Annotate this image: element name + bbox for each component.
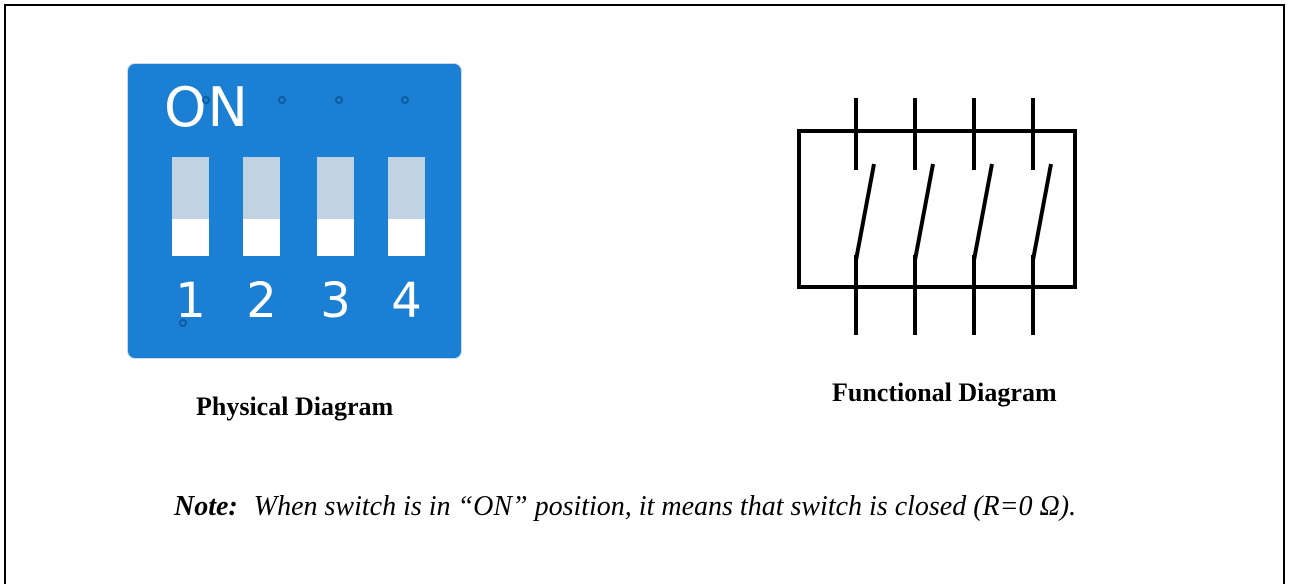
figure-frame (4, 4, 1285, 584)
mount-hole (278, 96, 286, 104)
mount-hole (179, 319, 187, 327)
mount-hole (401, 96, 409, 104)
switch-symbol-1 (854, 98, 876, 335)
note-label: Note: (174, 491, 238, 522)
switch-number-4: 4 (391, 273, 422, 329)
switch-slot-1[interactable] (172, 157, 209, 261)
dip-switch-body: ON 1 2 3 4 (131, 67, 458, 355)
on-label: ON (164, 76, 249, 139)
switch-number-1: 1 (175, 273, 206, 329)
slot-track (243, 157, 280, 219)
slot-track (388, 157, 425, 219)
switch-knob[interactable] (388, 219, 425, 256)
mount-hole (335, 96, 343, 104)
switch-knob[interactable] (317, 219, 354, 256)
dip-switch-physical: ON 1 2 3 4 (127, 63, 462, 359)
switch-slot-3[interactable] (317, 157, 354, 261)
functional-diagram-caption: Functional Diagram (832, 378, 1057, 407)
switch-symbol-4 (1031, 98, 1053, 335)
functional-box (797, 129, 1077, 289)
switch-symbol-2 (913, 98, 935, 335)
switch-knob[interactable] (243, 219, 280, 256)
functional-diagram (797, 98, 1077, 335)
slot-track (172, 157, 209, 219)
note: Note: When switch is in “ON” position, it… (174, 491, 1076, 523)
switch-number-3: 3 (320, 273, 351, 329)
switch-symbol-3 (972, 98, 994, 335)
mount-hole (202, 96, 210, 104)
physical-diagram-caption: Physical Diagram (196, 392, 394, 421)
slot-track (317, 157, 354, 219)
switch-slot-2[interactable] (243, 157, 280, 261)
note-text: When switch is in “ON” position, it mean… (253, 491, 1077, 522)
switch-slot-4[interactable] (388, 157, 425, 261)
switch-number-2: 2 (246, 273, 277, 329)
switch-knob[interactable] (172, 219, 209, 256)
